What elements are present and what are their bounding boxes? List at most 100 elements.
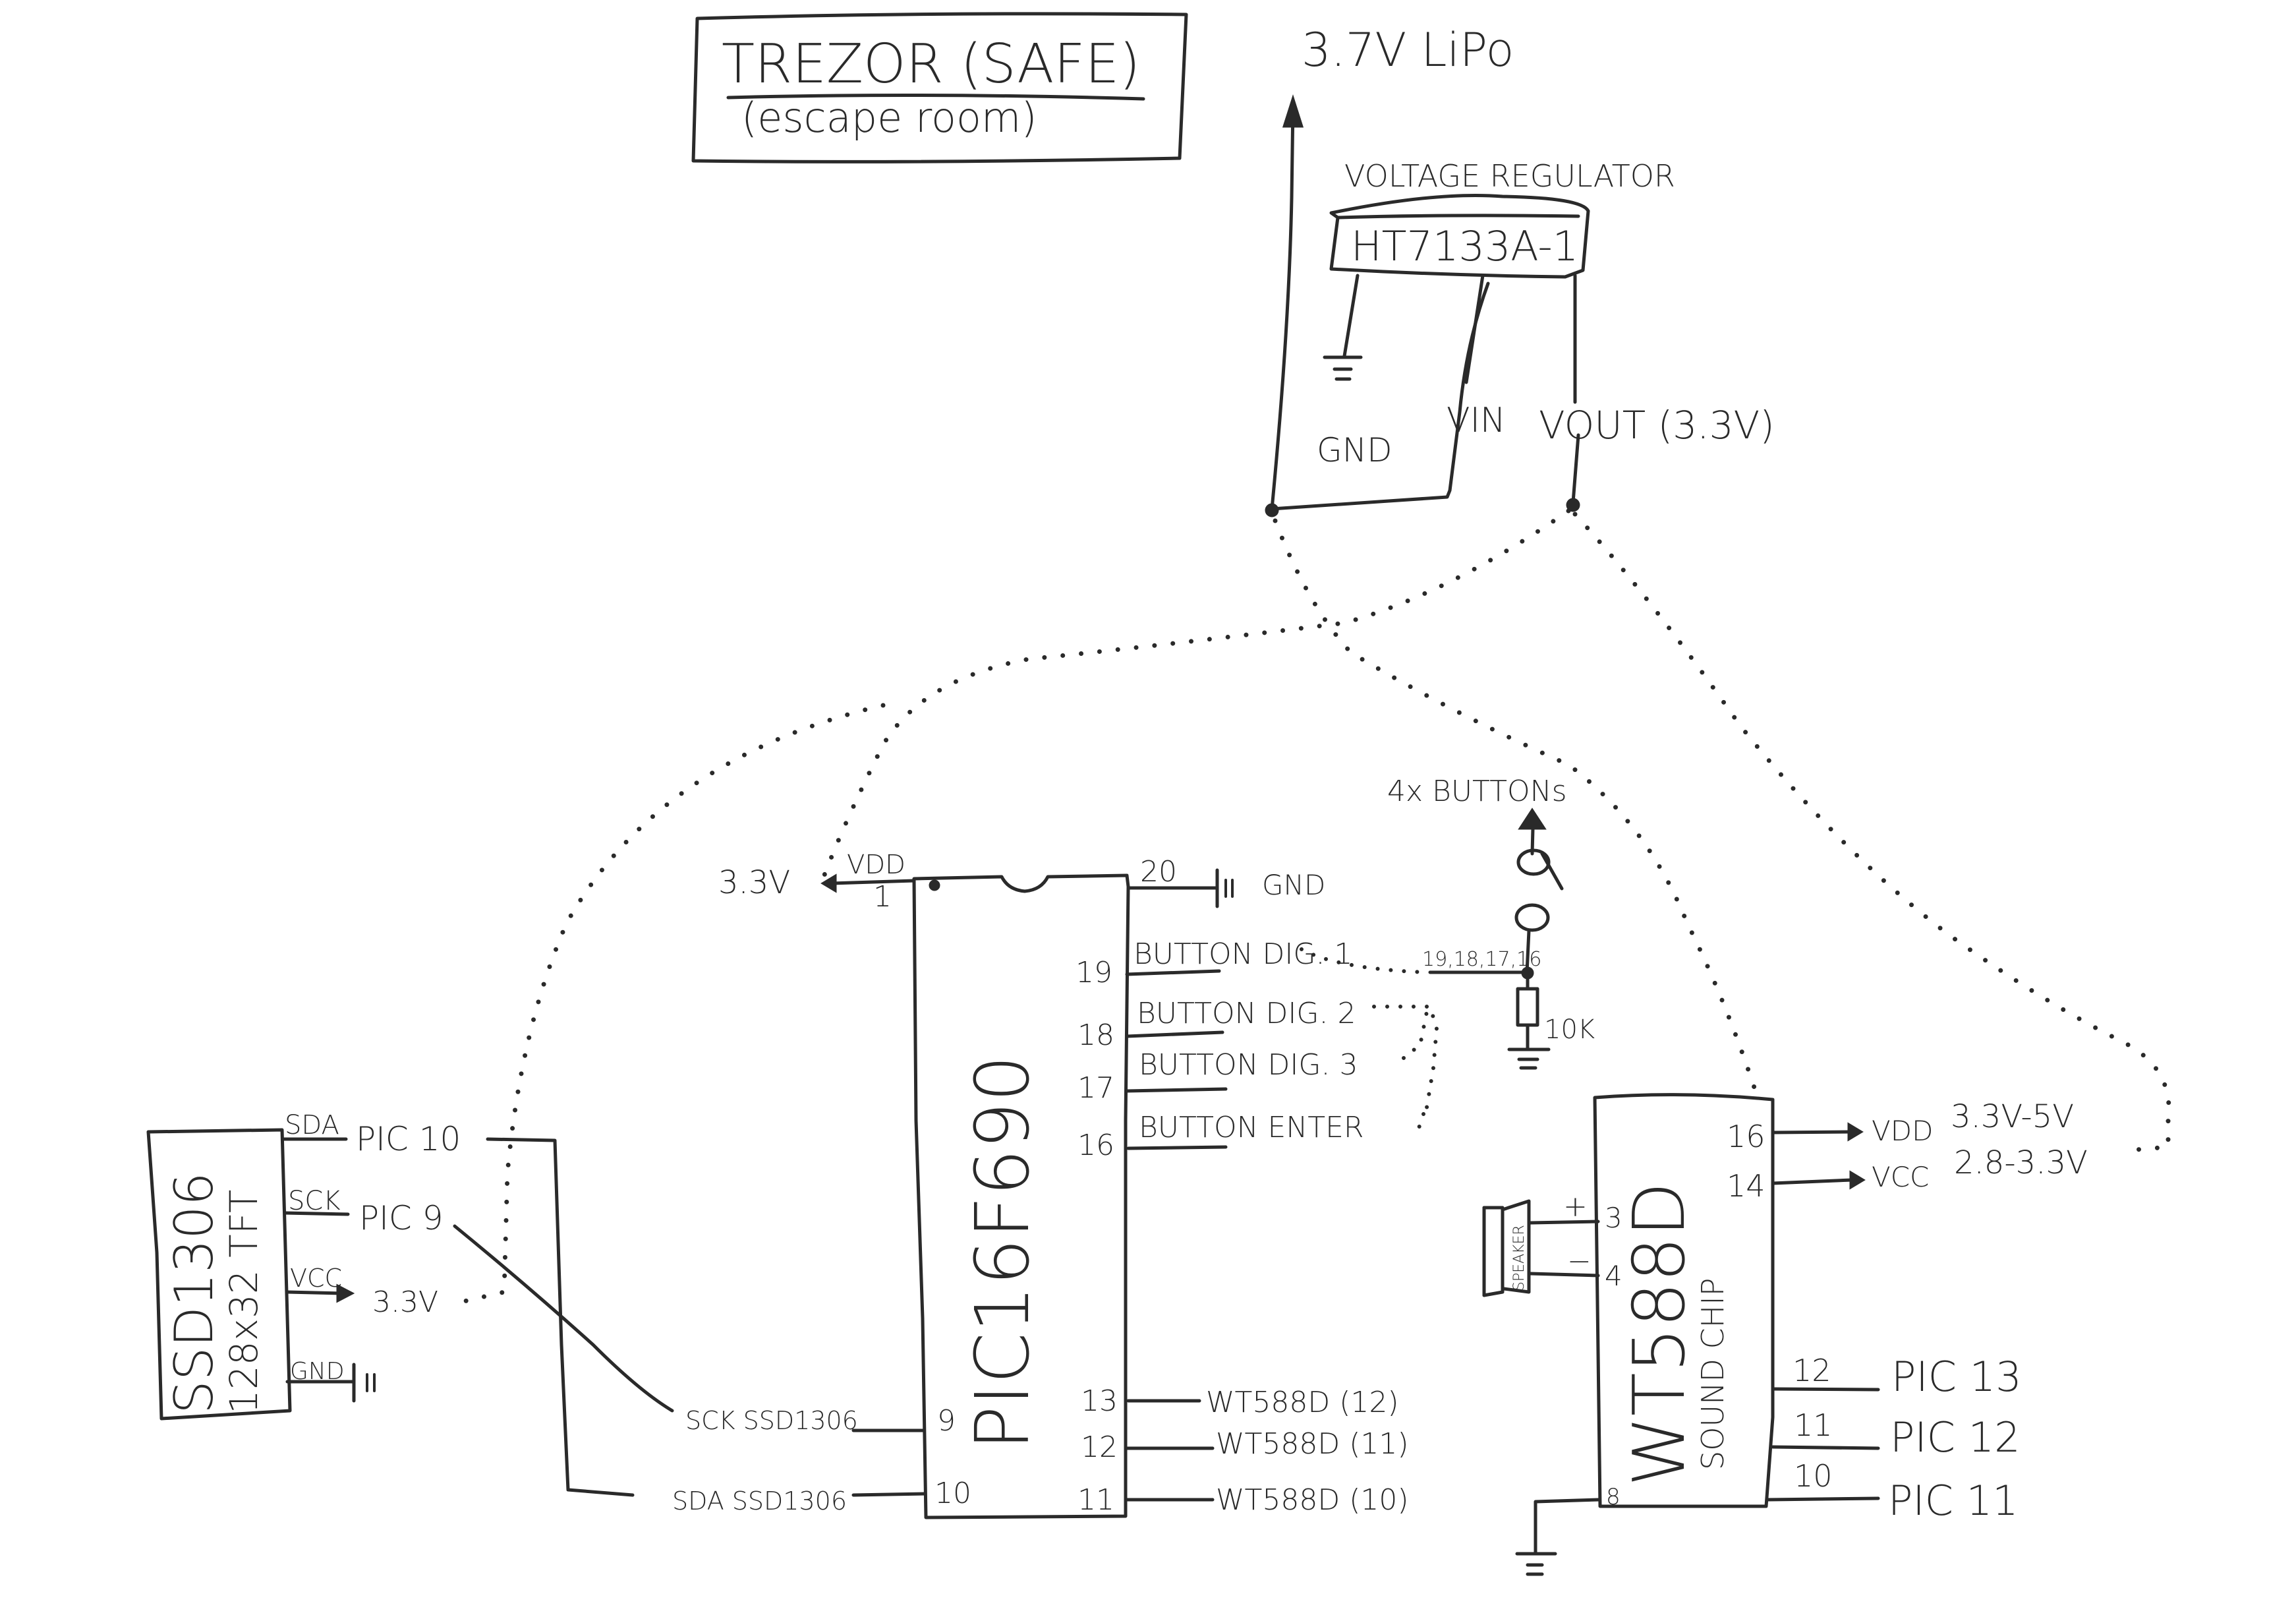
- regulator-top-edge: [1336, 214, 1580, 220]
- button-network: 4x BUTTONs 19,18,17,16 10K: [1387, 775, 1595, 1070]
- pic-gnd-label: GND: [1262, 869, 1325, 901]
- vout-lead: [1571, 433, 1580, 504]
- pin-wire: [1125, 969, 1221, 976]
- pic-pin-num: 17: [1077, 1071, 1114, 1105]
- switch-lever: [1540, 852, 1564, 891]
- pin-wire: [1125, 1087, 1228, 1093]
- pic-pin-num: 16: [1077, 1129, 1114, 1162]
- button-node-label: 19,18,17,16: [1422, 948, 1541, 971]
- pic16f690-chip: PIC16F690 3.3V VDD 1 20 GND 19 BUTTON DI…: [672, 850, 1439, 1519]
- display-sck-wire: [283, 1211, 350, 1216]
- vcc-arrow-icon: [1849, 1170, 1866, 1190]
- wt588d-pin-12: 12 PIC 13: [1771, 1353, 2022, 1401]
- pic-pin-10: 10 SDA SSD1306: [672, 1477, 971, 1516]
- pic-pin-num: 9: [937, 1404, 956, 1438]
- pic-part-label: PIC16F690: [960, 1055, 1046, 1450]
- pic-pin-num: 20: [1140, 855, 1177, 889]
- ground-icon: [1507, 1047, 1551, 1070]
- pic-pin-net: WT588D (12): [1206, 1386, 1399, 1419]
- pic-pin-13: 13 WT588D (12): [1081, 1384, 1399, 1419]
- wt588d-pin-target: PIC 12: [1890, 1413, 2021, 1461]
- wt588d-pin-num: 4: [1605, 1260, 1622, 1292]
- pin1-marker-dot: [929, 879, 940, 891]
- wt588d-pin-num: 12: [1793, 1353, 1831, 1388]
- wt588d-pin-target: PIC 13: [1891, 1353, 2022, 1401]
- speaker-minus: −: [1567, 1245, 1592, 1278]
- switch-bottom-lead: [1525, 929, 1531, 974]
- subtitle-text: (escape room): [741, 94, 1037, 142]
- display-part-label: SSD1306: [163, 1172, 225, 1414]
- wt588d-pin-num: 11: [1794, 1407, 1833, 1443]
- pic-pin-net: BUTTON DIG. 2: [1137, 997, 1356, 1030]
- pic-pin-num: 10: [934, 1477, 971, 1510]
- speaker-label: SPEAKER: [1511, 1225, 1528, 1291]
- title-underline: [726, 93, 1145, 101]
- battery-arrow-icon: [1282, 94, 1304, 128]
- sck-route-wire: [453, 1224, 674, 1413]
- pic-pin-net: BUTTON ENTER: [1139, 1111, 1364, 1144]
- pic-pin-net: BUTTON DIG. 1: [1134, 937, 1352, 971]
- dotted-net-to-display-vcc: [459, 703, 886, 1305]
- speaker-minus-wire: [1528, 1272, 1600, 1278]
- pin-wire: [1125, 1030, 1224, 1038]
- wt588d-pin-14: 14 VCC 2.8-3.3V: [1727, 1144, 2088, 1204]
- pic-pin-19: 19 BUTTON DIG. 1: [1076, 937, 1352, 989]
- battery-supply: 3.7V LiPo: [1265, 23, 1514, 517]
- wt588d-pin-num: 10: [1794, 1458, 1833, 1494]
- pic-pin-9: 9 SCK SSD1306: [685, 1404, 956, 1438]
- pin-wire: [1771, 1130, 1854, 1134]
- pic-pin-num: 1: [873, 880, 892, 914]
- wt588d-pin-num: 8: [1606, 1484, 1621, 1510]
- pic-pin-net: WT588D (10): [1216, 1483, 1409, 1517]
- display-vcc-target: 3.3V: [372, 1285, 438, 1319]
- pic-pin-net: WT588D (11): [1216, 1427, 1409, 1461]
- pin-wire: [1771, 1178, 1854, 1185]
- pic-pin-net: SCK SSD1306: [685, 1406, 858, 1435]
- speaker: SPEAKER + 3 − 4: [1482, 1190, 1622, 1297]
- wt588d-sound-chip: WT588D SOUND CHIP 16 VDD 3.3V-5V 14 VCC …: [1482, 1093, 2088, 1576]
- vdd-arrow-icon: [820, 873, 837, 893]
- battery-label: 3.7V LiPo: [1302, 23, 1514, 77]
- wt588d-pin-16: 16 VDD 3.3V-5V: [1727, 1098, 2074, 1154]
- speaker-plus-wire: [1528, 1220, 1600, 1225]
- sda-route-wire: [486, 1137, 635, 1497]
- title-frame: [691, 12, 1188, 163]
- pic-pin-net: BUTTON DIG. 3: [1139, 1048, 1358, 1082]
- wt588d-supply-range: 3.3V-5V: [1951, 1098, 2074, 1135]
- dotted-link-enter: [1415, 1112, 1425, 1136]
- vout-junction-dot: [1566, 498, 1580, 512]
- display-desc-label: 128x32 TFT: [221, 1190, 266, 1414]
- display-vcc-wire: [285, 1290, 345, 1295]
- pic-ground-icon: [1224, 879, 1234, 898]
- pic-pin-17: 17 BUTTON DIG. 3: [1077, 1048, 1358, 1105]
- resistor-value: 10K: [1544, 1015, 1595, 1045]
- pin-wire: [1126, 1145, 1228, 1150]
- pic-vdd-rail-label: 3.3V: [718, 864, 790, 901]
- vdd-arrow-icon: [1847, 1122, 1864, 1142]
- pic-pin-num: 11: [1077, 1483, 1114, 1517]
- display-body: [146, 1128, 292, 1421]
- display-sda-target: PIC 10: [356, 1120, 461, 1158]
- wt588d-supply-name: VCC: [1872, 1161, 1929, 1193]
- ground-icon: [1323, 355, 1363, 381]
- dotted-link-dig2: [1372, 1005, 1439, 1109]
- vdd-arrow-icon: [1518, 808, 1547, 830]
- display-vcc-pin: VCC: [290, 1264, 342, 1293]
- vcc-arrow-icon: [336, 1283, 355, 1303]
- pic-pin-num: 18: [1077, 1018, 1114, 1052]
- pin-wire: [1771, 1445, 1880, 1450]
- buttons-label: 4x BUTTONs: [1387, 775, 1567, 808]
- wt588d-pin-10: 10 PIC 11: [1765, 1458, 2019, 1525]
- title-text: TREZOR (SAFE): [722, 33, 1140, 96]
- display-sck-target: PIC 9: [359, 1199, 444, 1237]
- regulator-heading: VOLTAGE REGULATOR: [1344, 158, 1675, 194]
- pic-pin-12: 12 WT588D (11): [1081, 1427, 1409, 1464]
- wt588d-pin-11: 11 PIC 12: [1771, 1407, 2021, 1461]
- display-sck-pin: SCK: [288, 1186, 341, 1216]
- vin-wire: [1270, 281, 1490, 511]
- wt588d-pin-num: 14: [1727, 1168, 1765, 1204]
- pin-wire: [1771, 1387, 1880, 1392]
- regulator-gnd-label: GND: [1317, 431, 1392, 469]
- vin-leg: [1464, 274, 1485, 384]
